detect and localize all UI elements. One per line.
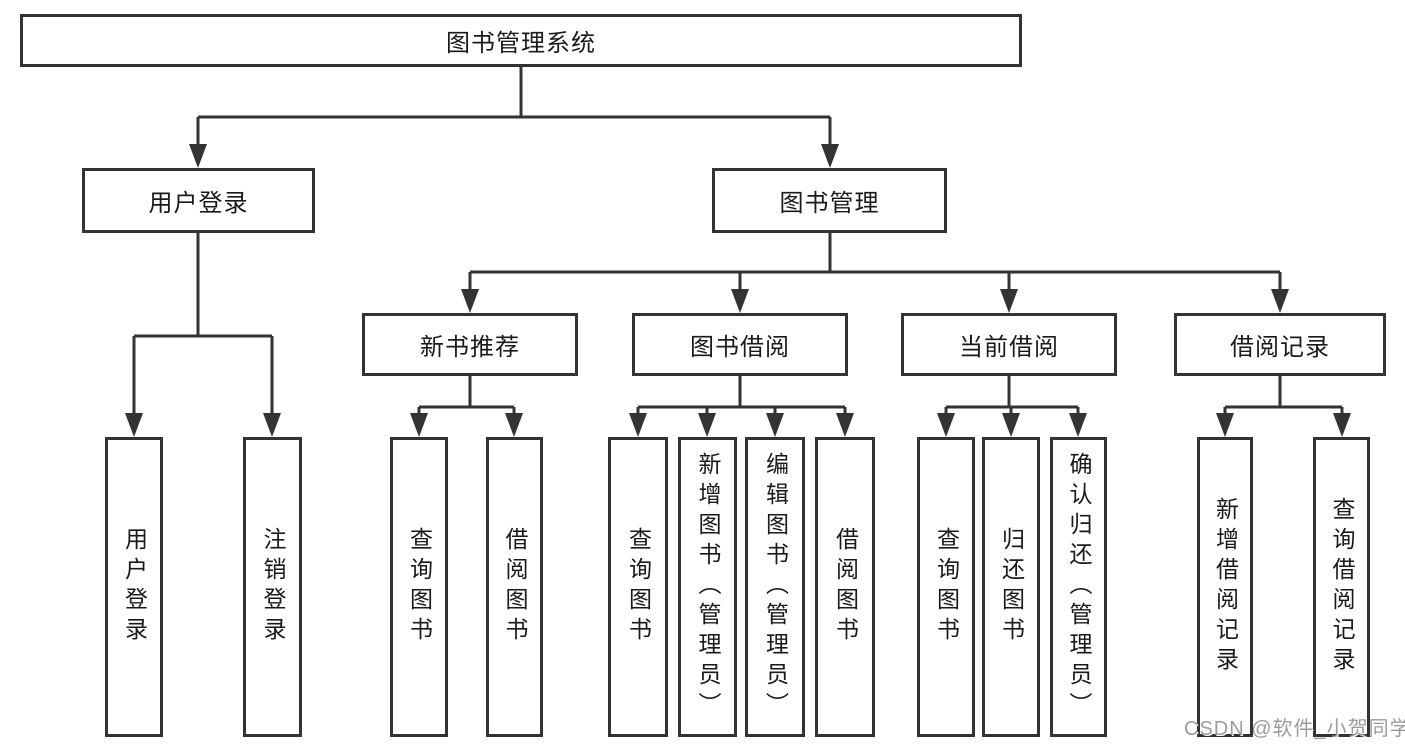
leaf-label: 查询图书 [933, 527, 960, 647]
leaf-query-books-current: 查询图书 [917, 437, 975, 737]
node-book-borrow: 图书借阅 [632, 313, 848, 376]
leaf-label: 用户登录 [121, 527, 148, 647]
leaf-label: 查询图书 [625, 527, 652, 647]
node-book-management: 图书管理 [712, 168, 947, 233]
leaf-user-login: 用户登录 [105, 437, 163, 737]
leaf-label: 新增图书（管理员） [695, 452, 721, 722]
leaf-label: 查询图书 [406, 527, 433, 647]
node-borrow-records: 借阅记录 [1174, 313, 1386, 376]
leaf-edit-books-admin: 编辑图书（管理员） [745, 437, 805, 737]
node-root: 图书管理系统 [20, 14, 1022, 67]
leaf-borrow-books: 借阅图书 [815, 437, 875, 737]
leaf-label: 归还图书 [998, 527, 1025, 647]
node-user-login: 用户登录 [82, 168, 315, 233]
node-new-book-recommend: 新书推荐 [362, 313, 578, 376]
leaf-borrow-books-recommend: 借阅图书 [486, 437, 543, 737]
watermark: CSDN @软件_小贺同学 [1184, 718, 1405, 740]
leaf-label: 新增借阅记录 [1212, 497, 1239, 677]
leaf-label: 注销登录 [260, 527, 286, 647]
leaf-confirm-return-admin: 确认归还（管理员） [1050, 437, 1107, 737]
leaf-logout: 注销登录 [243, 437, 302, 737]
leaf-label: 确认归还（管理员） [1066, 452, 1092, 722]
leaf-return-books: 归还图书 [982, 437, 1040, 737]
leaf-add-borrow-record: 新增借阅记录 [1197, 437, 1253, 737]
leaf-query-borrow-record: 查询借阅记录 [1313, 437, 1370, 737]
leaf-label: 编辑图书（管理员） [762, 452, 789, 722]
leaf-add-books-admin: 新增图书（管理员） [678, 437, 737, 737]
leaf-label: 查询借阅记录 [1329, 497, 1355, 677]
leaf-query-books-recommend: 查询图书 [390, 437, 448, 737]
leaf-label: 借阅图书 [502, 527, 528, 647]
node-current-borrow: 当前借阅 [901, 313, 1117, 376]
leaf-label: 借阅图书 [832, 527, 859, 647]
leaf-query-books-borrow: 查询图书 [608, 437, 668, 737]
